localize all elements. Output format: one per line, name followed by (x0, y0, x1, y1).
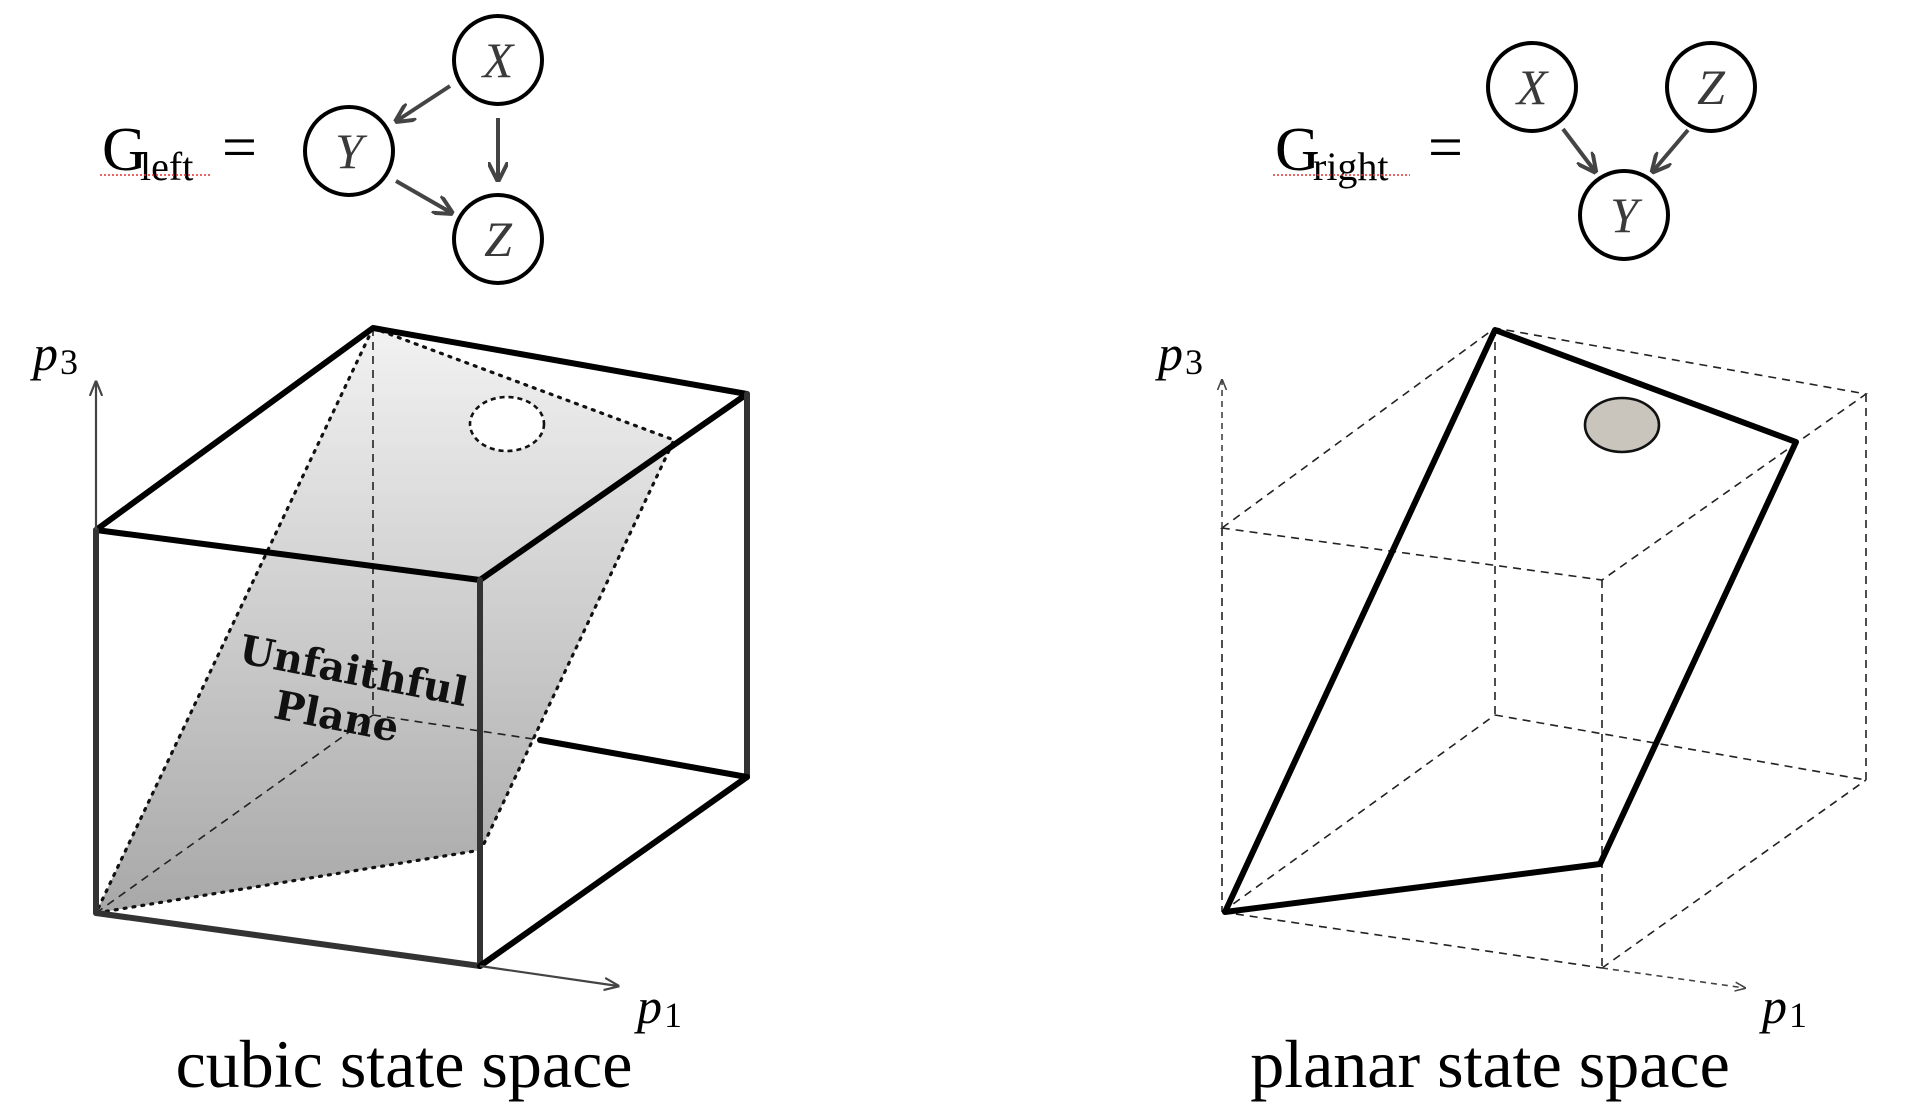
node-x-label: X (1515, 59, 1550, 115)
left-axis-p1 (479, 964, 618, 986)
node-x (1486, 41, 1578, 133)
right-graph-equation: G right = (1273, 114, 1463, 189)
cube-top-face-dashed (1219, 327, 1869, 581)
left-graph-symbol: G (102, 116, 147, 184)
right-axis-p1 (1601, 967, 1745, 988)
left-panel: G left = X Y Z (30, 14, 750, 1102)
edge-x-to-y (398, 84, 452, 120)
dashed-edge (1601, 779, 1867, 969)
unfaithful-plane (96, 328, 674, 913)
node-z-label: Z (484, 211, 513, 267)
node-z-label: Z (1697, 59, 1726, 115)
left-graph-equals: = (222, 114, 257, 182)
right-dashed-cube (1219, 327, 1869, 969)
right-axis-p1-label: p1 (1759, 978, 1807, 1035)
dashed-edge (1221, 911, 1603, 969)
cube-edge-bottom-back (537, 737, 750, 780)
node-z (1665, 41, 1757, 133)
edge-y-to-z (395, 179, 450, 212)
left-caption: cubic state space (176, 1026, 633, 1102)
cube-hidden-edge-back (372, 714, 541, 741)
right-graph-equals: = (1428, 114, 1463, 182)
node-y (303, 105, 395, 197)
right-graph-symbol: G (1275, 116, 1320, 184)
node-z (452, 193, 544, 285)
left-dag: X Y Z (303, 14, 544, 285)
right-panel: G right = X Z Y (1155, 41, 1869, 1102)
node-x-label: X (481, 32, 516, 88)
right-caption: planar state space (1250, 1026, 1730, 1102)
left-axis-p3-label: p3 (30, 325, 78, 382)
left-graph-subscript: left (140, 144, 193, 189)
left-axis-p1-label: p1 (634, 978, 682, 1035)
cube-hidden-edge-diagonal (95, 714, 374, 914)
node-y (1578, 169, 1670, 261)
dashed-edge (1494, 714, 1867, 781)
plane-hole (468, 395, 546, 453)
node-y-label: Y (1610, 187, 1643, 243)
right-graph-subscript: right (1313, 144, 1389, 189)
cube-edge-bottom-right (477, 774, 750, 969)
right-axis-p3-label: p3 (1155, 325, 1203, 382)
node-y-label: Y (335, 123, 368, 179)
left-graph-equation: G left = (100, 114, 257, 189)
dashed-edge (1221, 714, 1496, 913)
node-x (452, 14, 544, 106)
right-dag: X Z Y (1486, 41, 1757, 261)
planar-region-blob (1583, 396, 1661, 454)
planar-state-space (1222, 327, 1799, 915)
edge-x-to-y (1561, 127, 1594, 170)
edge-z-to-y (1654, 128, 1690, 170)
cube-edge-bottom-front (93, 910, 483, 969)
